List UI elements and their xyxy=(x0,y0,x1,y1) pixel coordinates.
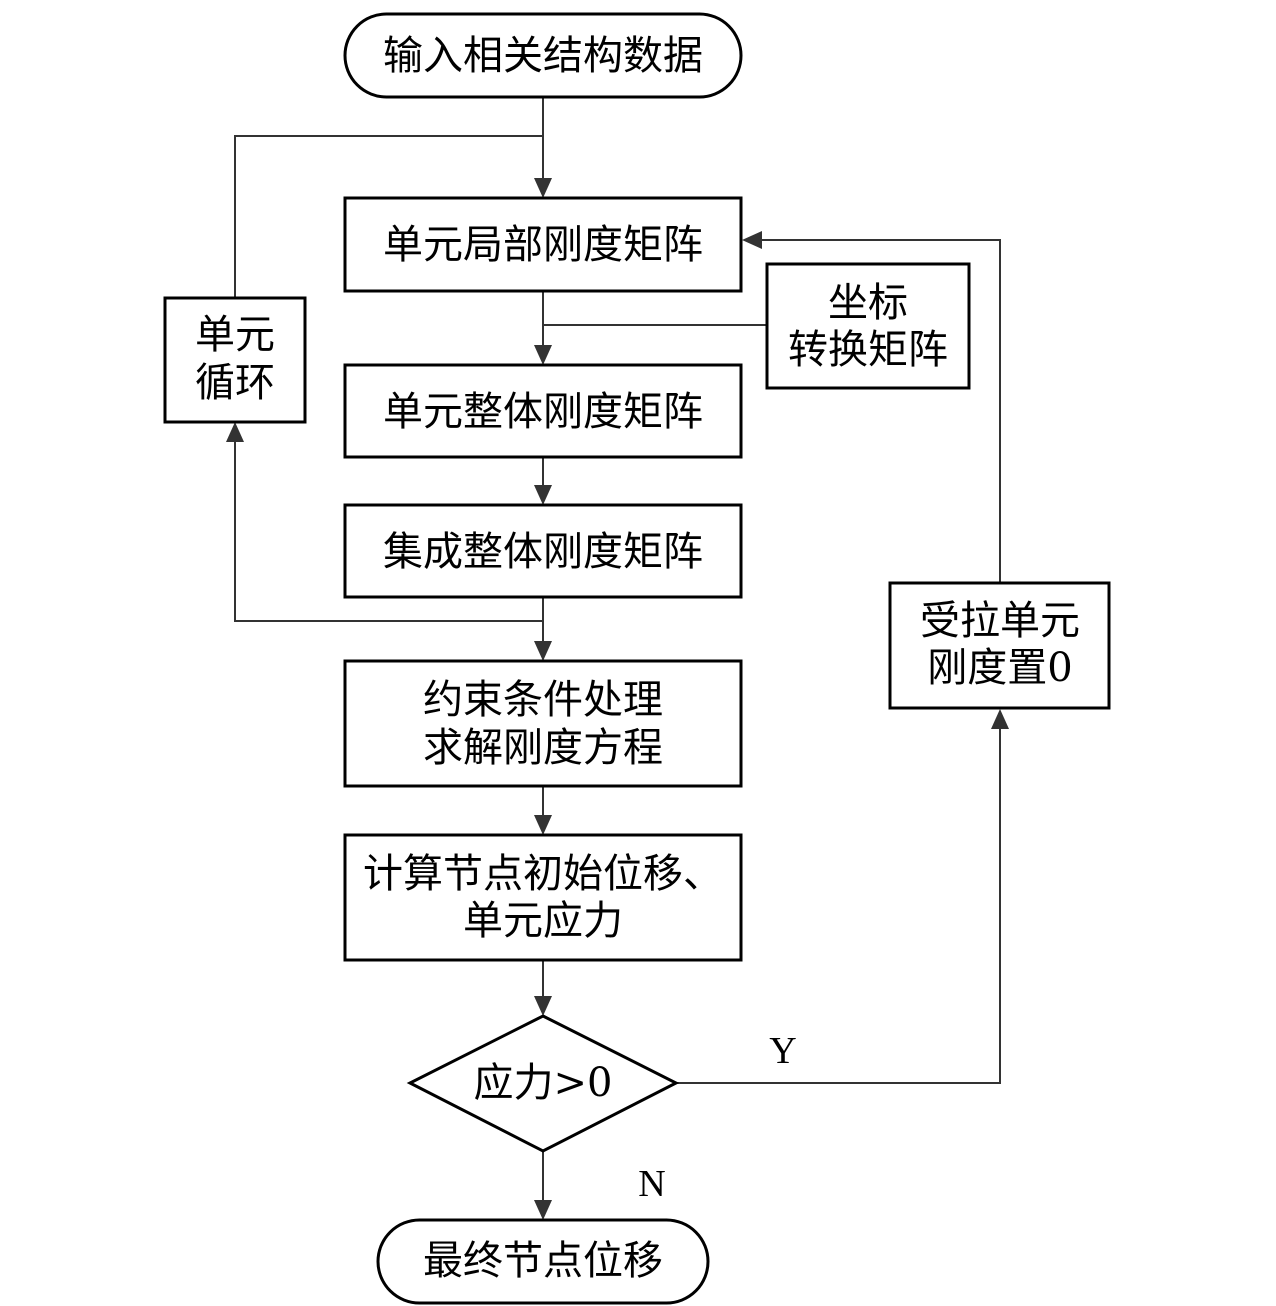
element-global-stiffness-label: 单元整体刚度矩阵 xyxy=(383,389,703,435)
element-loop-label-line2: 循环 xyxy=(195,360,275,406)
arrowhead xyxy=(226,422,244,442)
start-label: 输入相关结构数据 xyxy=(383,33,703,79)
arrowhead xyxy=(534,996,552,1016)
assemble-stiffness-box xyxy=(343,503,743,599)
arrowhead xyxy=(534,485,552,505)
node-element-global-stiffness: 单元整体刚度矩阵 xyxy=(343,363,743,459)
node-assemble-stiffness: 集成整体刚度矩阵 xyxy=(343,503,743,599)
arrowhead xyxy=(534,345,552,365)
constraints-label-line1: 约束条件处理 xyxy=(423,677,663,723)
node-start: 输入相关结构数据 xyxy=(343,12,743,99)
coord-transform-label-line2: 转换矩阵 xyxy=(788,327,948,373)
element-loop-box xyxy=(163,296,307,424)
coord-transform-box xyxy=(765,262,971,390)
node-end: 最终节点位移 xyxy=(376,1218,710,1305)
tension-zero-box xyxy=(888,581,1111,710)
compute-label-line1: 计算节点初始位移、 xyxy=(363,851,723,897)
node-coord-transform: 坐标 转换矩阵 xyxy=(765,262,971,390)
edge-loop-return xyxy=(234,135,543,298)
compute-label-line2: 单元应力 xyxy=(463,898,623,944)
edge-tension-to-local xyxy=(760,239,1001,583)
constraints-box xyxy=(343,659,743,788)
decision-diamond xyxy=(406,1014,680,1153)
coord-transform-label-line1: 坐标 xyxy=(828,280,908,326)
edge-to-element-loop xyxy=(234,440,543,622)
tension-zero-label-line1: 受拉单元 xyxy=(920,598,1080,644)
arrowhead xyxy=(991,709,1009,729)
decision-label: 应力>0 xyxy=(474,1060,613,1106)
edge-decision-yes xyxy=(676,727,1001,1084)
element-global-stiffness-box xyxy=(343,363,743,459)
element-loop-label-line1: 单元 xyxy=(195,312,275,358)
end-label: 最终节点位移 xyxy=(423,1238,663,1284)
edges xyxy=(226,97,1009,1220)
node-decision: 应力>0 xyxy=(406,1014,680,1153)
edge-label-no: N xyxy=(638,1163,665,1205)
node-element-loop: 单元 循环 xyxy=(163,296,307,424)
node-compute: 计算节点初始位移、 单元应力 xyxy=(343,833,743,962)
end-terminator xyxy=(376,1218,710,1305)
start-terminator xyxy=(343,12,743,99)
edge-label-yes: Y xyxy=(769,1030,796,1072)
arrowhead xyxy=(534,178,552,198)
node-constraints: 约束条件处理 求解刚度方程 xyxy=(343,659,743,788)
node-tension-zero: 受拉单元 刚度置0 xyxy=(888,581,1111,710)
node-local-stiffness: 单元局部刚度矩阵 xyxy=(343,196,743,293)
tension-zero-label-line2: 刚度置0 xyxy=(927,645,1072,691)
arrowhead xyxy=(742,231,762,249)
local-stiffness-label: 单元局部刚度矩阵 xyxy=(383,222,703,268)
arrowhead xyxy=(534,641,552,661)
arrowhead xyxy=(534,1200,552,1220)
constraints-label-line2: 求解刚度方程 xyxy=(423,725,663,771)
compute-box xyxy=(343,833,743,962)
local-stiffness-box xyxy=(343,196,743,293)
arrowhead xyxy=(534,815,552,835)
assemble-stiffness-label: 集成整体刚度矩阵 xyxy=(383,529,703,575)
